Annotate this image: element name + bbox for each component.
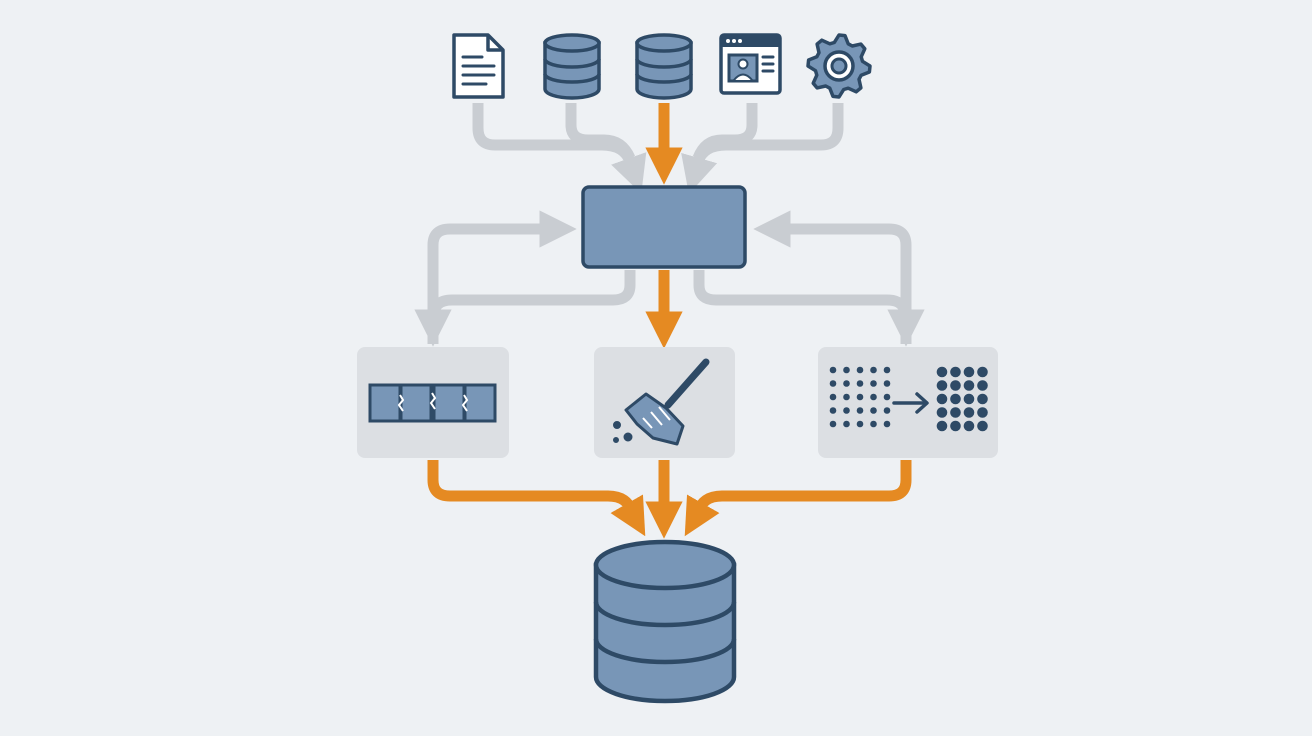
source-database-1 (543, 33, 601, 100)
target-data-store (593, 539, 737, 704)
grid-dot (936, 393, 948, 405)
grid-dot (856, 420, 864, 428)
grid-dot (963, 380, 975, 391)
grid-dot (950, 393, 961, 405)
grid-dot (950, 380, 961, 391)
broken-blocks-icon (368, 383, 497, 423)
grid-dot (950, 420, 961, 432)
grid-dot (843, 420, 850, 428)
grid-dot (870, 380, 877, 387)
grid-dot (829, 393, 837, 401)
grid-dot (963, 393, 975, 405)
grid-dot (883, 366, 891, 374)
grid-dot (883, 420, 891, 428)
dot-grid-transform-icon (829, 366, 988, 432)
stage-split-blocks (357, 347, 509, 458)
grid-dot (870, 366, 877, 374)
grid-dot (883, 393, 891, 401)
arrow-hub-to-transform (693, 270, 925, 347)
grid-dot (963, 366, 975, 378)
central-processor (581, 185, 747, 269)
arrow-transform-to-hub (753, 210, 912, 344)
source-document (452, 33, 505, 99)
grid-dot (856, 407, 864, 414)
arrow-split-to-hub (427, 210, 577, 344)
grid-dot (829, 420, 837, 428)
database-icon (543, 33, 601, 100)
sparse-dot-grid (829, 366, 891, 428)
browser-window-icon (719, 33, 782, 95)
gear-icon (806, 33, 872, 99)
broom-icon (613, 358, 710, 446)
grid-dot (829, 380, 837, 387)
grid-dot (936, 380, 948, 391)
arrow-right-icon (892, 392, 929, 414)
grid-dot (843, 393, 850, 401)
grid-dot (856, 393, 864, 401)
arrow-transform-to-store (684, 460, 912, 537)
grid-dot (856, 380, 864, 387)
grid-dot (843, 407, 850, 414)
grid-dot (936, 366, 948, 378)
grid-dot (936, 407, 948, 418)
gear-hub (830, 57, 848, 75)
source-database-2 (635, 33, 693, 100)
grid-dot (950, 407, 961, 418)
edges (414, 103, 925, 539)
grid-dot (977, 407, 988, 418)
source-web-app (719, 33, 782, 95)
arrow-split-to-store (427, 460, 646, 537)
grid-dot (843, 380, 850, 387)
grid-dot (977, 420, 988, 432)
grid-dot (829, 407, 837, 414)
document-icon (452, 33, 505, 99)
grid-dot (829, 366, 837, 374)
dense-dot-grid (936, 366, 988, 432)
arrow-settings-to-hub (681, 103, 844, 194)
grid-dot (963, 407, 975, 418)
source-settings (806, 33, 872, 99)
grid-dot (870, 393, 877, 401)
grid-dot (883, 407, 891, 414)
database-cylinder-icon (593, 539, 737, 704)
stage-panel (594, 347, 735, 458)
grid-dot (870, 420, 877, 428)
stage-transform-grid (818, 347, 998, 458)
grid-dot (883, 380, 891, 387)
grid-dot (977, 380, 988, 391)
grid-dot (843, 366, 850, 374)
grid-dot (950, 366, 961, 378)
arrow-hub-to-split (414, 270, 636, 347)
arrow-database1-to-hub (565, 103, 636, 161)
grid-dot (870, 407, 877, 414)
grid-dot (963, 420, 975, 432)
grid-dot (936, 420, 948, 432)
grid-dot (977, 366, 988, 378)
database-icon (635, 33, 693, 100)
stage-clean (594, 347, 735, 458)
grid-dot (856, 366, 864, 374)
grid-dot (977, 393, 988, 405)
